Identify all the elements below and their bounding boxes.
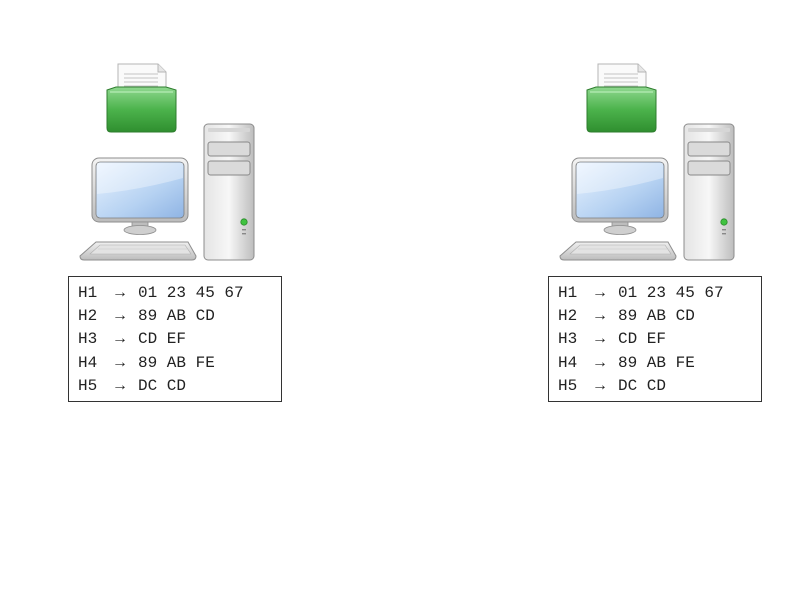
hash-row: H3 → CD EF bbox=[78, 328, 281, 351]
keyboard-icon bbox=[559, 241, 677, 261]
arrow: → bbox=[595, 307, 605, 326]
hash-key: H2 bbox=[78, 307, 98, 326]
hash-value: 01 23 45 67 bbox=[618, 284, 724, 302]
hash-table: H1 → 01 23 45 67 H2 → 89 AB CD H3 → CD E… bbox=[548, 276, 762, 402]
computer-right: H1 → 01 23 45 67 H2 → 89 AB CD H3 → CD E… bbox=[540, 0, 770, 410]
hash-key: H2 bbox=[558, 307, 578, 326]
arrow: → bbox=[595, 353, 605, 372]
computer-illustration bbox=[79, 63, 255, 261]
arrow: → bbox=[115, 330, 125, 349]
hash-row: H4 → 89 AB FE bbox=[78, 352, 281, 375]
hash-row: H5 → DC CD bbox=[558, 375, 761, 398]
arrow: → bbox=[595, 376, 605, 395]
folder-with-document-icon bbox=[586, 63, 657, 133]
hash-value: DC CD bbox=[618, 376, 667, 395]
arrow: → bbox=[115, 307, 125, 326]
hash-key: H1 bbox=[78, 284, 98, 302]
hash-key: H5 bbox=[558, 376, 578, 395]
hash-value: 89 AB CD bbox=[618, 307, 695, 326]
hash-key: H1 bbox=[558, 284, 578, 302]
arrow: → bbox=[115, 376, 125, 395]
hash-value: 89 AB FE bbox=[138, 353, 215, 372]
hash-value: 89 AB FE bbox=[618, 353, 695, 372]
hash-key: H4 bbox=[558, 353, 578, 372]
arrow: → bbox=[115, 353, 125, 372]
hash-row: H3 → CD EF bbox=[558, 328, 761, 351]
computer-tower-icon bbox=[203, 123, 255, 261]
hash-row: H2 → 89 AB CD bbox=[558, 305, 761, 328]
monitor-icon bbox=[571, 157, 669, 235]
hash-value: CD EF bbox=[138, 330, 187, 349]
hash-value: CD EF bbox=[618, 330, 667, 349]
hash-row: H1 → 01 23 45 67 bbox=[558, 282, 761, 305]
hash-value: DC CD bbox=[138, 376, 187, 395]
hash-table: H1 → 01 23 45 67 H2 → 89 AB CD H3 → CD E… bbox=[68, 276, 282, 402]
computer-illustration bbox=[559, 63, 735, 261]
hash-key: H3 bbox=[78, 330, 98, 349]
hash-row: H1 → 01 23 45 67 bbox=[78, 282, 281, 305]
arrow: → bbox=[595, 284, 605, 302]
arrow: → bbox=[595, 330, 605, 349]
computer-left: H1 → 01 23 45 67 H2 → 89 AB CD H3 → CD E… bbox=[60, 0, 290, 410]
hash-row: H2 → 89 AB CD bbox=[78, 305, 281, 328]
hash-key: H3 bbox=[558, 330, 578, 349]
monitor-icon bbox=[91, 157, 189, 235]
folder-with-document-icon bbox=[106, 63, 177, 133]
hash-value: 89 AB CD bbox=[138, 307, 215, 326]
hash-row: H4 → 89 AB FE bbox=[558, 352, 761, 375]
arrow: → bbox=[115, 284, 125, 302]
hash-key: H4 bbox=[78, 353, 98, 372]
computer-tower-icon bbox=[683, 123, 735, 261]
hash-row: H5 → DC CD bbox=[78, 375, 281, 398]
hash-value: 01 23 45 67 bbox=[138, 284, 244, 302]
hash-key: H5 bbox=[78, 376, 98, 395]
keyboard-icon bbox=[79, 241, 197, 261]
